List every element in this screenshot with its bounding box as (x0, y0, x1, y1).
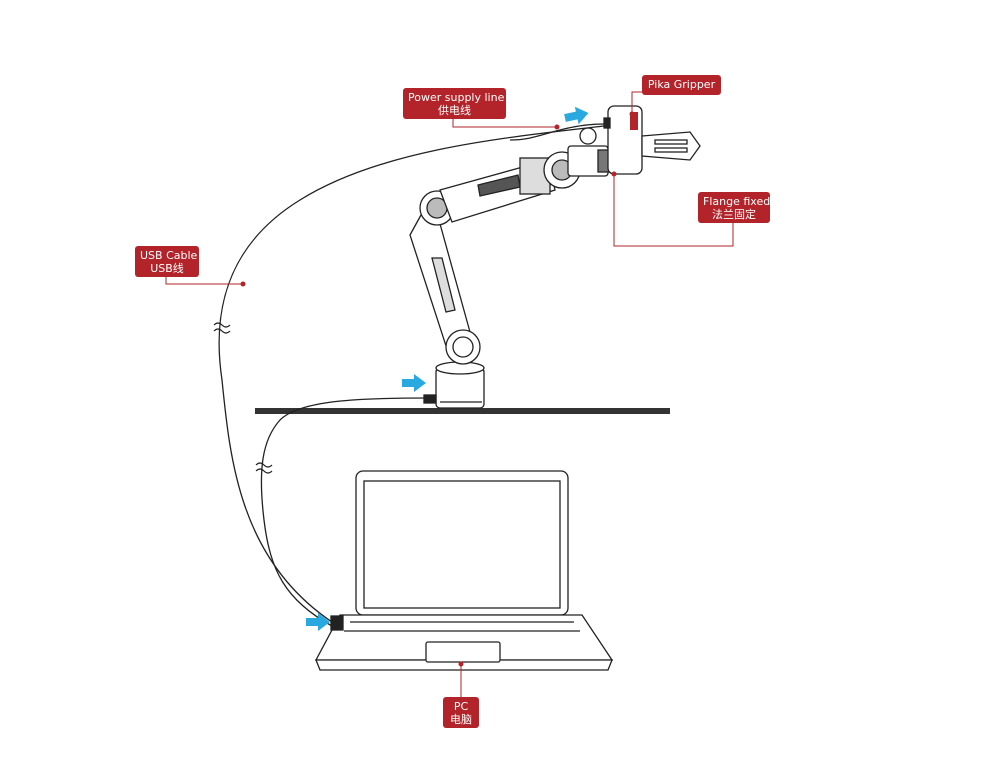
anchor-flange (611, 171, 617, 177)
leader-flange (613, 174, 734, 247)
pika-gripper (603, 105, 701, 175)
callout-flange-line1: Flange fixed (703, 195, 771, 208)
callout-pika-gripper: Pika Gripper (642, 75, 721, 95)
right-arrow-icon (563, 104, 591, 127)
callout-flange-fixed: Flange fixed 法兰固定 (698, 192, 770, 223)
robot-wrist (567, 127, 613, 177)
robot-base (423, 361, 485, 409)
leader-gripper (631, 91, 642, 114)
callout-pc-line2: 电脑 (450, 713, 472, 726)
leader-usb (165, 276, 243, 285)
callout-power-line1: Power supply line (408, 91, 505, 104)
callout-power-supply-line: Power supply line 供电线 (403, 88, 506, 119)
laptop-trackpad (425, 641, 501, 663)
anchor-pc (458, 661, 464, 667)
robot-lower-arm (409, 190, 481, 365)
usb-cable-to-base (260, 397, 429, 627)
usb-cable-to-gripper (218, 125, 605, 623)
anchor-gripper (629, 111, 635, 117)
right-arrow-icon (306, 613, 330, 631)
table-surface (255, 408, 670, 414)
callout-power-line2: 供电线 (438, 104, 471, 117)
anchor-power (554, 124, 560, 130)
leader-power (452, 118, 557, 128)
callout-pc-line1: PC (453, 700, 469, 713)
callout-usb-line1: USB Cable (140, 249, 198, 262)
cable-break-icon (213, 322, 273, 474)
usb-ports (330, 615, 344, 631)
right-arrow-icon (402, 374, 426, 392)
callout-pika-gripper-text: Pika Gripper (647, 78, 716, 91)
laptop (314, 470, 614, 671)
callout-pc: PC 电脑 (443, 697, 479, 728)
power-supply-cable (509, 123, 605, 141)
callout-usb-line2: USB线 (150, 262, 184, 275)
anchor-usb (240, 281, 246, 287)
robot-upper-arm (439, 151, 581, 223)
callout-usb-cable: USB Cable USB线 (135, 246, 199, 277)
callout-flange-line2: 法兰固定 (712, 208, 756, 221)
